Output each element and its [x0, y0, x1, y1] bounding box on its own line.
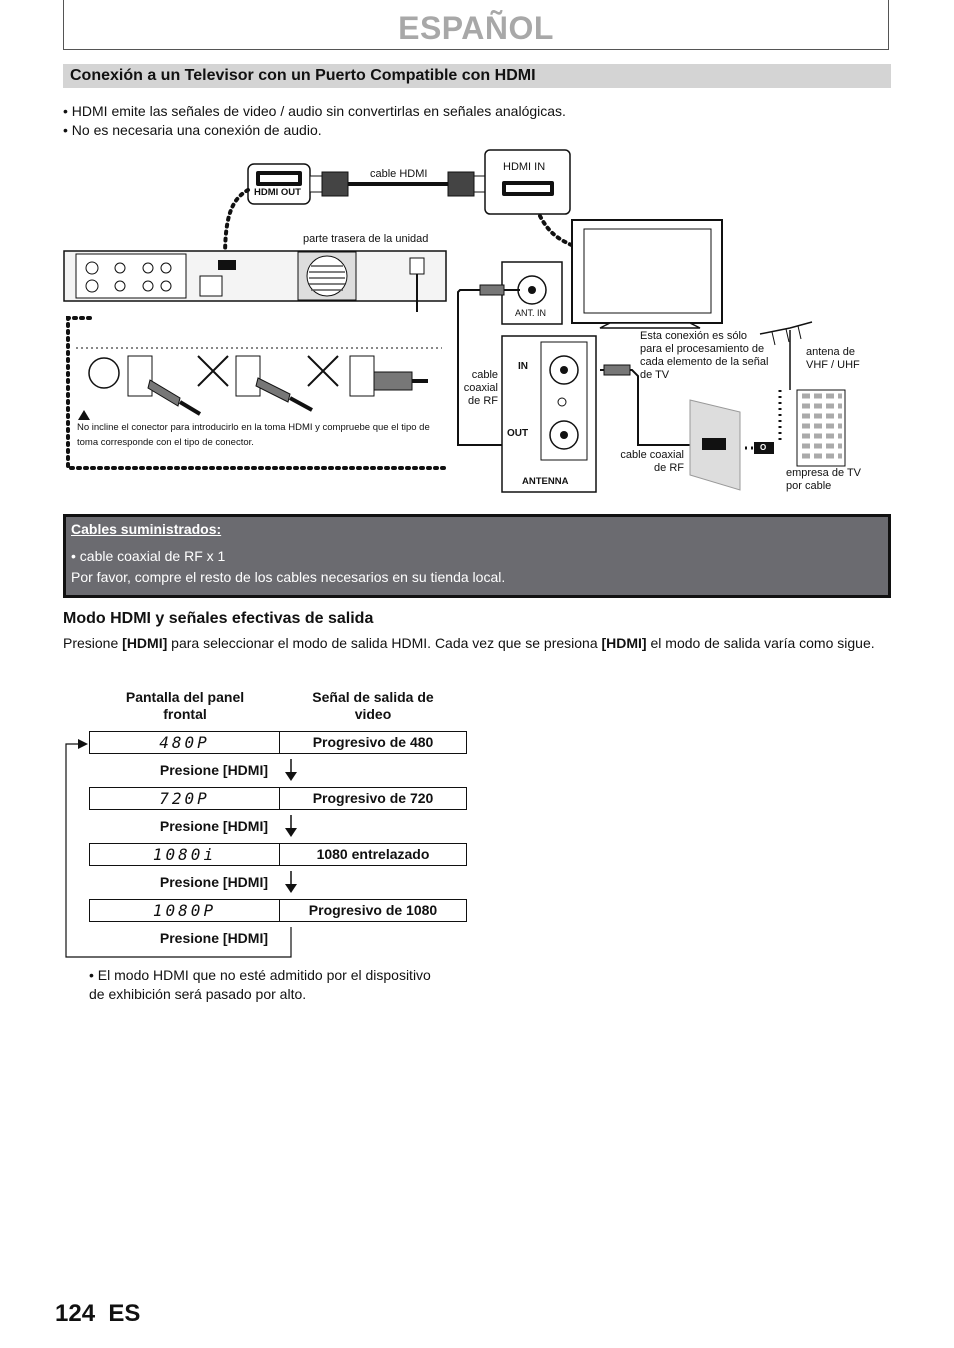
connector-bad-illustration-2 — [307, 355, 428, 397]
front-panel-display: 1080i — [90, 844, 280, 865]
connection-note: Esta conexión es sólo para el procesamie… — [640, 330, 769, 381]
language-header-frame — [63, 0, 889, 50]
television — [571, 219, 723, 329]
cables-line-2: Por favor, compre el resto de los cables… — [71, 569, 506, 585]
warning-text: No incline el conector para introducirlo… — [77, 422, 430, 448]
mode-note: • El modo HDMI que no esté admitido por … — [89, 967, 431, 1002]
cable-hdmi-label: cable HDMI — [370, 168, 428, 180]
bullet-hdmi-signal: • HDMI emite las señales de video / audi… — [63, 103, 566, 119]
mode-row: 1080i 1080 entrelazado — [89, 843, 467, 866]
rear-unit-label: parte trasera de la unidad — [303, 233, 429, 245]
rf-cable-label-left: cable coaxial de RF — [463, 369, 498, 407]
cable-company-building — [796, 389, 846, 467]
connection-diagram — [63, 149, 846, 493]
mode-paragraph: Presione [HDMI] para seleccionar el modo… — [63, 635, 875, 651]
ant-in-port — [501, 261, 563, 325]
output-signal: Progresivo de 1080 — [308, 902, 438, 918]
cable-company-label: empresa de TV por cable — [786, 467, 862, 492]
mode-row: 480P Progresivo de 480 — [89, 731, 467, 754]
section-bar — [63, 64, 891, 88]
hdmi-out-label: HDMI OUT — [254, 187, 301, 198]
down-arrow-icon — [285, 759, 297, 781]
section-title: Conexión a un Televisor con un Puerto Co… — [70, 67, 536, 84]
warning-icon — [78, 410, 90, 420]
col-head-signal: Señal de salida de video — [312, 689, 434, 722]
antenna-panel — [501, 335, 597, 493]
antenna-vhf-label: antena de VHF / UHF — [806, 346, 860, 371]
loop-back-line — [65, 743, 292, 958]
front-panel-display: 1080P — [90, 900, 280, 921]
press-hdmi-label: Presione [HDMI] — [159, 874, 268, 890]
page-number: 124 ES — [55, 1300, 141, 1327]
output-signal: Progresivo de 720 — [312, 790, 434, 806]
press-hdmi-label: Presione [HDMI] — [159, 762, 268, 778]
out-label: OUT — [507, 428, 529, 439]
language-title: ESPAÑOL — [398, 10, 554, 46]
wall-plate-label: O — [760, 443, 767, 452]
down-arrow-icon — [285, 871, 297, 893]
down-arrow-icon — [285, 815, 297, 837]
antenna-icon — [759, 321, 813, 390]
cables-line-1: • cable coaxial de RF x 1 — [71, 548, 226, 564]
hdmi-out-port — [247, 163, 311, 205]
output-signal: 1080 entrelazado — [316, 846, 430, 862]
hdmi-in-label: HDMI IN — [503, 161, 546, 173]
antenna-label: ANTENNA — [522, 476, 569, 487]
press-hdmi-label: Presione [HDMI] — [159, 818, 268, 834]
mode-heading: Modo HDMI y señales efectivas de salida — [63, 610, 374, 627]
mode-row: 720P Progresivo de 720 — [89, 787, 467, 810]
bullet-no-audio: • No es necesaria una conexión de audio. — [63, 122, 322, 138]
hdmi-in-port — [484, 149, 571, 215]
in-label: IN — [518, 361, 528, 372]
ant-in-label: ANT. IN — [515, 308, 547, 318]
connector-ok-illustration — [88, 355, 202, 416]
mode-cycle-arrows — [65, 739, 297, 958]
press-hdmi-label: Presione [HDMI] — [159, 930, 268, 946]
cables-heading: Cables suministrados: — [71, 521, 222, 537]
rf-cable-label-right: cable coaxial de RF — [620, 449, 684, 474]
cables-box — [63, 514, 891, 598]
wall-outlet — [689, 399, 774, 491]
connector-bad-illustration-1 — [197, 355, 313, 412]
recorder-rear-panel — [63, 250, 447, 312]
hdmi-cable — [309, 171, 487, 197]
loop-arrow-icon — [78, 739, 88, 749]
col-head-panel: Pantalla del panel frontal — [125, 689, 245, 722]
mode-row: 1080P Progresivo de 1080 — [89, 899, 467, 922]
front-panel-display: 720P — [90, 788, 280, 809]
output-signal: Progresivo de 480 — [312, 734, 434, 750]
front-panel-display: 480P — [90, 732, 280, 753]
